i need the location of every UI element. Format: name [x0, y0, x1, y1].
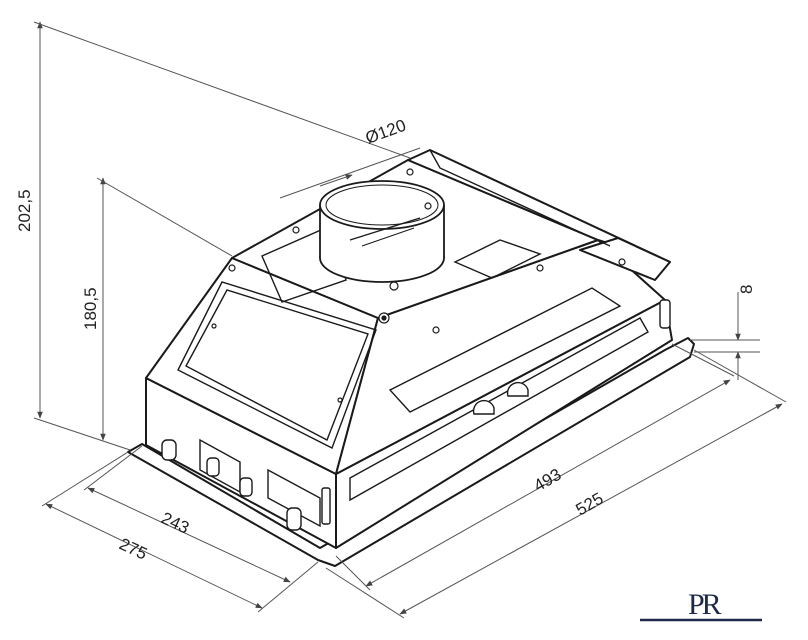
side-inset — [349, 317, 649, 502]
fasteners — [211, 168, 626, 403]
dim-total-height: 202,5 — [15, 189, 34, 232]
dim-duct-diameter: Ø120 — [363, 116, 409, 148]
rear-edge — [429, 149, 611, 247]
dim-total-length: 525 — [573, 489, 607, 520]
dim-body-length: 493 — [531, 465, 565, 496]
dim-flange: 8 — [737, 285, 756, 294]
window-panel — [177, 281, 377, 449]
dim-body-height: 180,5 — [81, 287, 100, 330]
dimension-lines — [33, 21, 787, 619]
top-recess-left — [261, 225, 347, 303]
pr-logo: PR — [640, 588, 762, 622]
rear-cap — [579, 237, 671, 281]
hood-details — [177, 149, 649, 528]
dim-body-depth: 243 — [158, 508, 192, 537]
duct-collar — [319, 180, 445, 283]
window-panel-inner — [185, 289, 369, 441]
dim-total-depth: 275 — [116, 534, 150, 563]
logo-text: PR — [688, 588, 722, 621]
top-recess-right — [453, 239, 542, 279]
